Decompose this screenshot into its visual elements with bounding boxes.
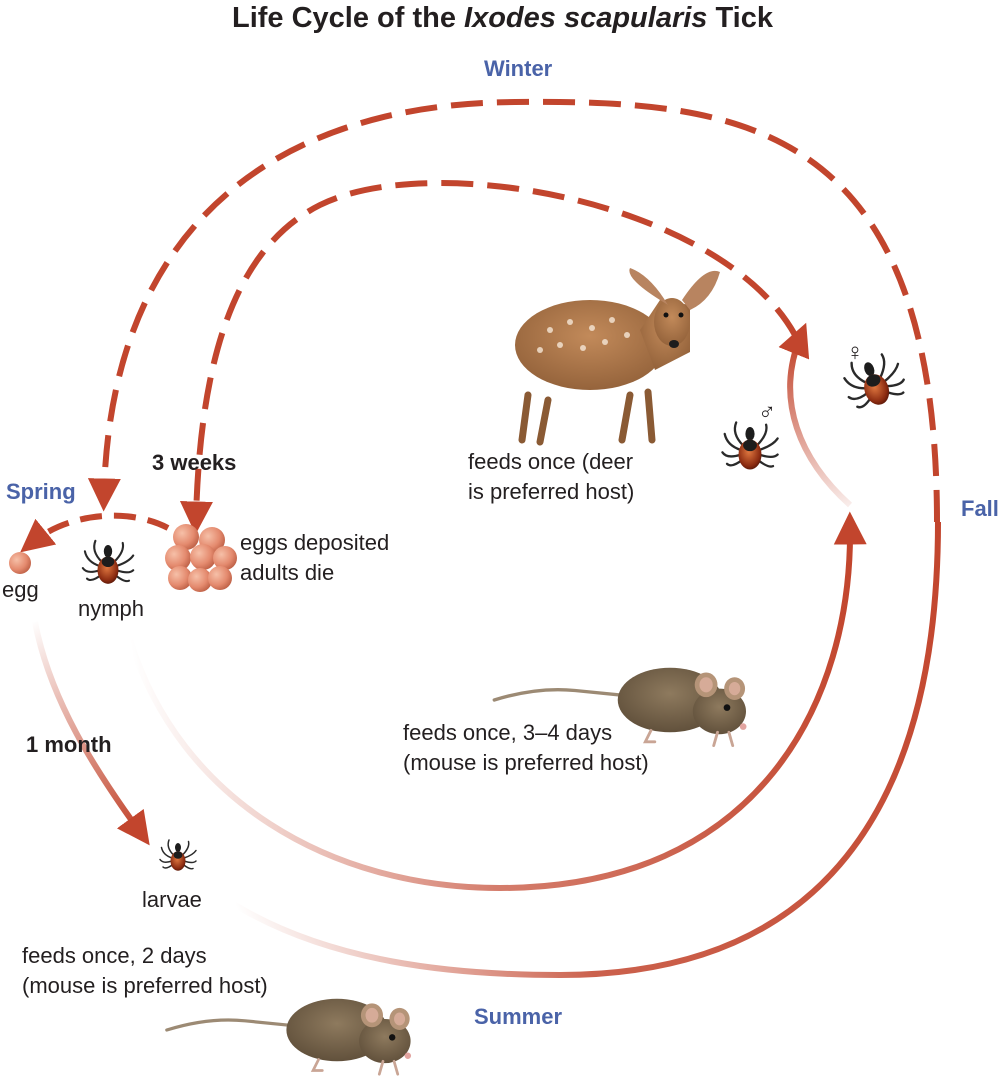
larvae-feeding-arrow	[233, 521, 941, 979]
nymph-feeding-arrow	[127, 511, 867, 892]
season-spring: Spring	[6, 479, 76, 504]
egg-ball	[9, 552, 31, 574]
feeding-larvae-text: feeds once, 2 days (mouse is preferred h…	[22, 943, 268, 998]
stage-label-eggs-deposited: eggs deposited adults die	[240, 530, 390, 585]
mouse-larvae-host-illustration	[165, 997, 413, 1076]
female-symbol: ♀	[846, 339, 864, 366]
larvae-tick-icon	[159, 839, 197, 872]
male-symbol: ♂	[758, 399, 776, 426]
season-summer: Summer	[474, 1004, 563, 1029]
egg-cluster	[165, 524, 237, 592]
inner-dashed-arrow	[179, 180, 798, 535]
eggs-to-egg-arrow	[20, 512, 170, 553]
season-winter: Winter	[484, 56, 553, 81]
diagram-title: Life Cycle of the Ixodes scapularis Tick	[231, 2, 773, 34]
season-fall: Fall	[961, 496, 999, 521]
stage-label-egg: egg	[2, 577, 39, 602]
outer-dashed-arrow	[87, 98, 940, 523]
duration-1-month: 1 month	[26, 732, 112, 757]
adult-split-arrow	[778, 322, 853, 508]
feeding-nymph-text: feeds once, 3–4 days (mouse is preferred…	[403, 720, 649, 775]
egg-to-larvae-arrow	[32, 621, 150, 846]
deer-illustration	[515, 268, 720, 446]
stage-label-nymph: nymph	[78, 596, 145, 621]
feeding-adult-text: feeds once (deer is preferred host)	[468, 449, 635, 504]
duration-3-weeks: 3 weeks	[152, 450, 237, 475]
stage-label-larvae: larvae	[142, 887, 202, 912]
nymph-tick-icon	[81, 539, 135, 585]
male-tick-icon	[721, 421, 779, 471]
